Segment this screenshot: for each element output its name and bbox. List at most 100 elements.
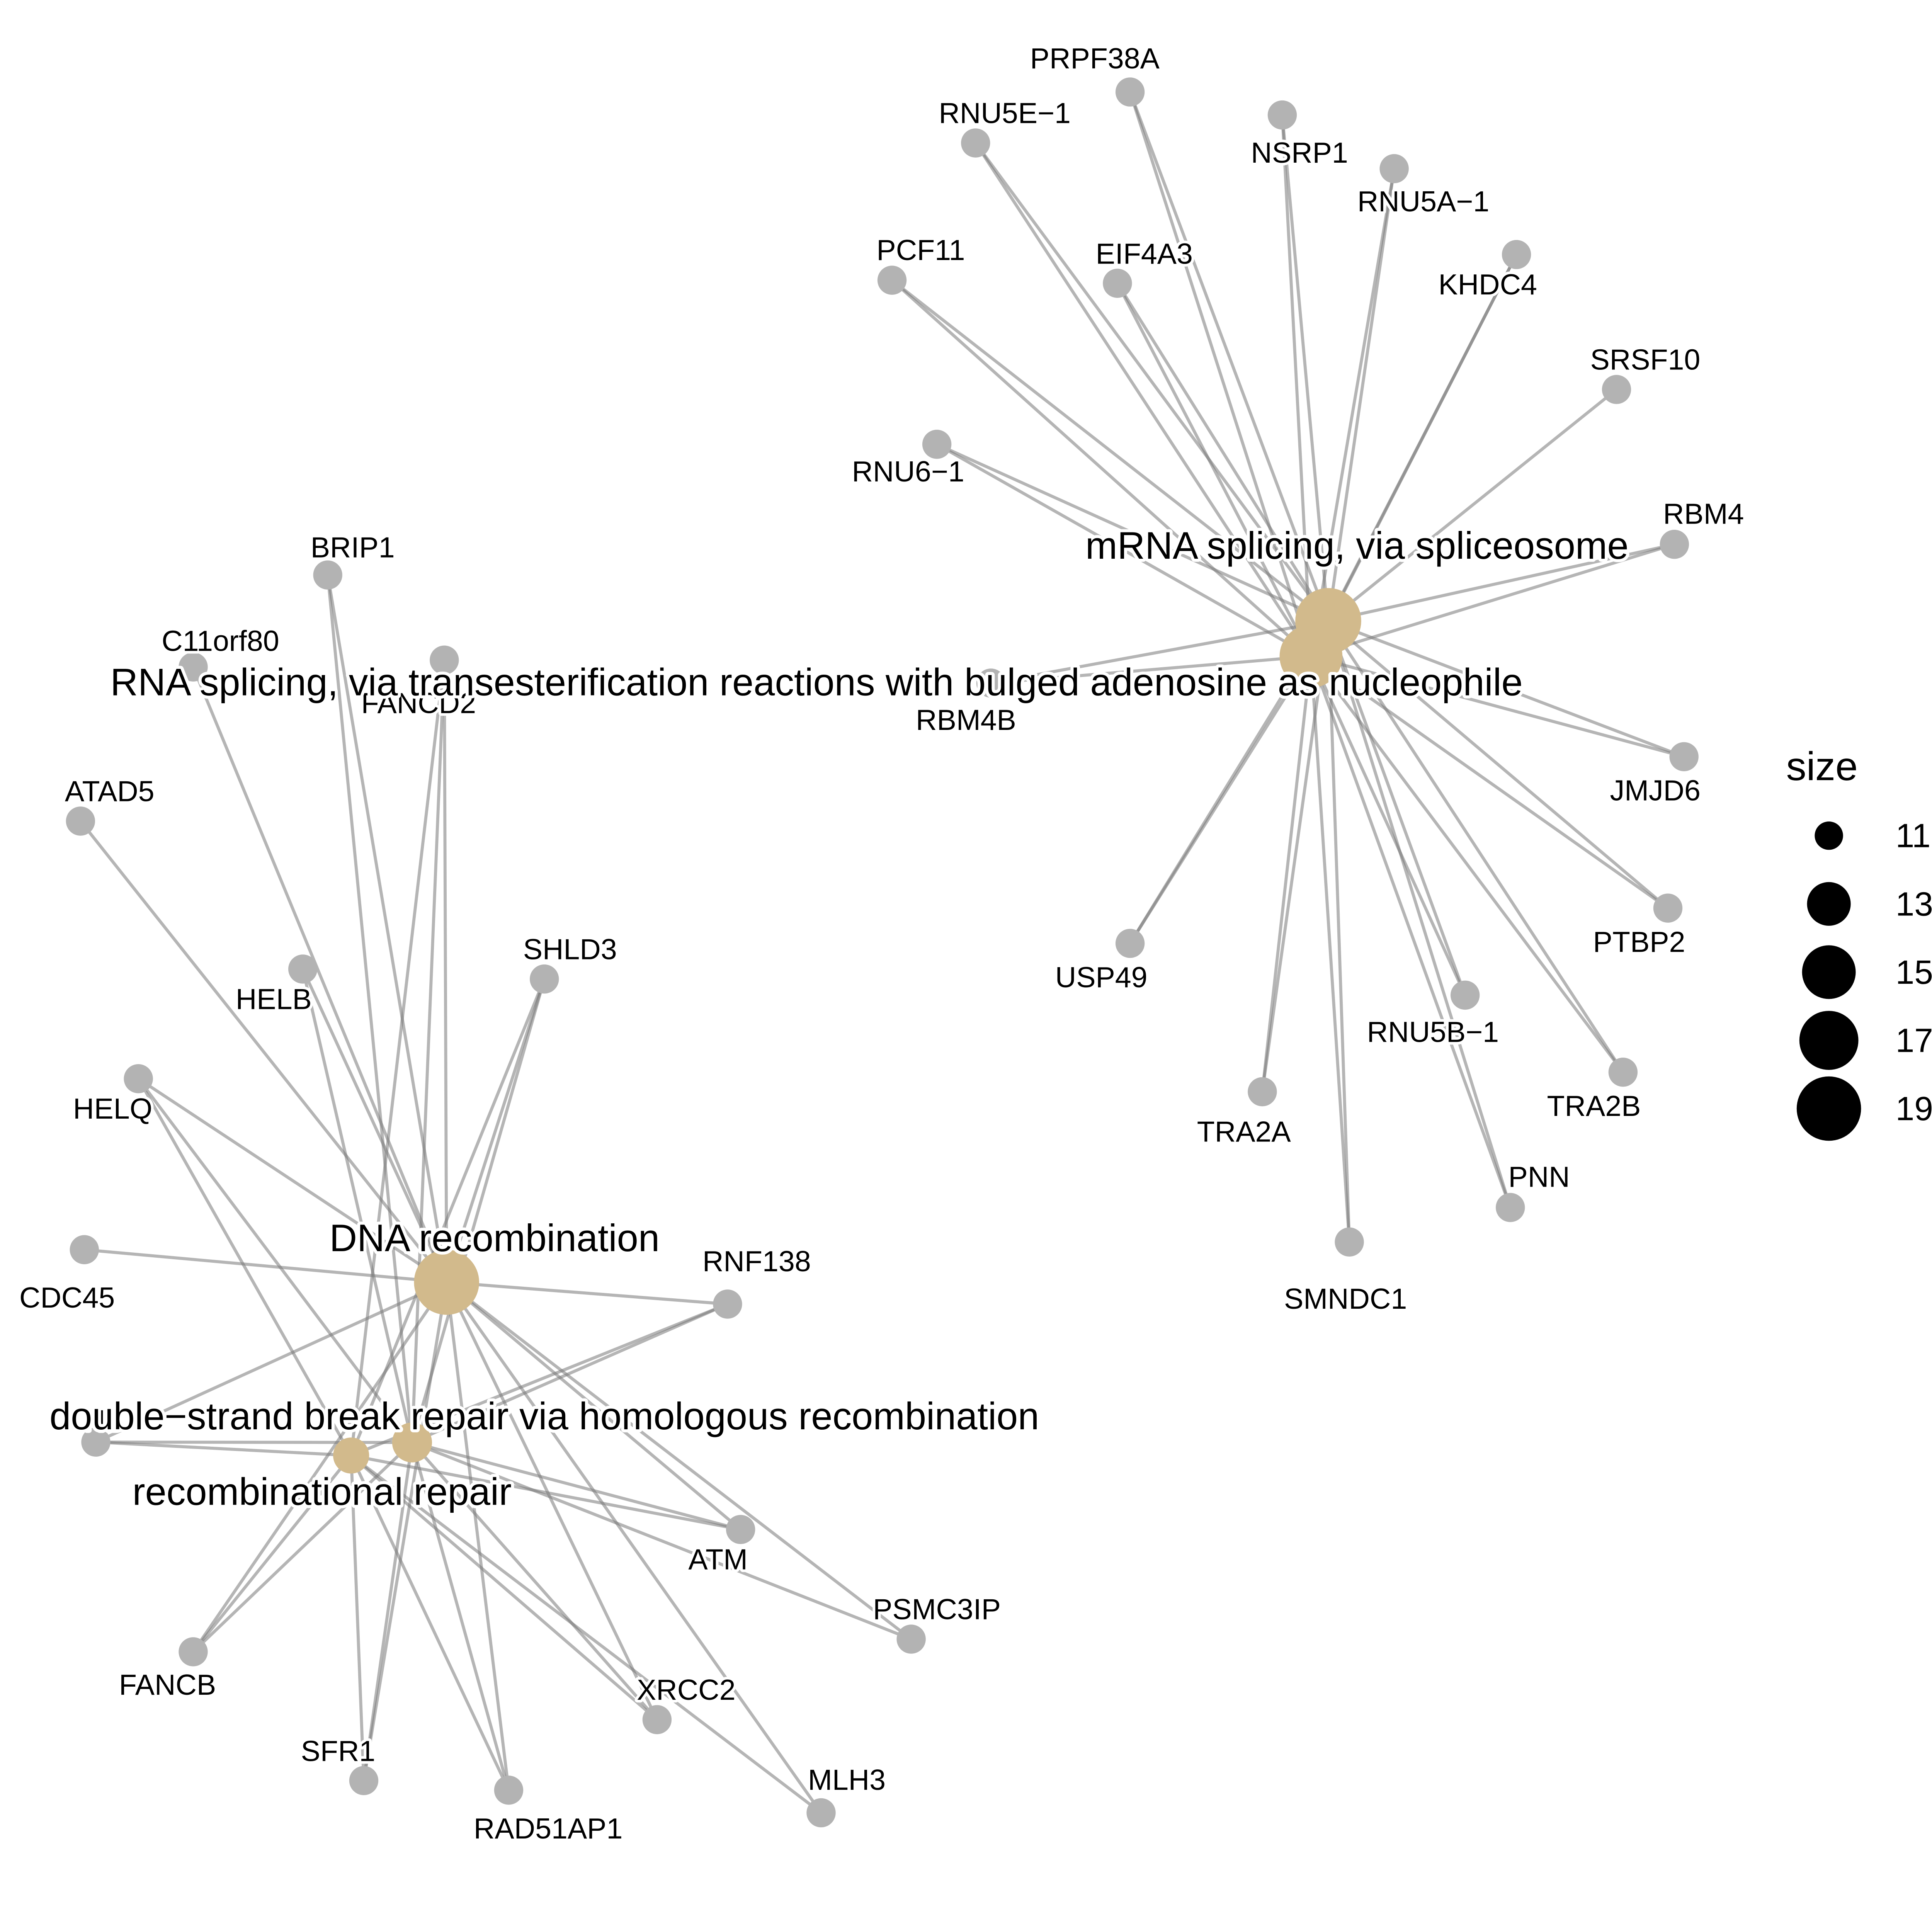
edge-mRNA-SRSF10 bbox=[1327, 388, 1618, 622]
gene-node-RBM4B bbox=[976, 668, 1006, 698]
gene-node-FANCB bbox=[179, 1637, 208, 1667]
gene-label-FANCD2: FANCD2 bbox=[361, 687, 476, 719]
legend-circle-19 bbox=[1796, 1076, 1861, 1141]
gene-node-HELB bbox=[288, 954, 318, 984]
gene-label-KHDC4: KHDC4 bbox=[1438, 268, 1537, 301]
edge-DSBHR-PSMC3IP bbox=[412, 1441, 912, 1641]
gene-node-PNN bbox=[1496, 1193, 1525, 1222]
gene-label-BRIP1: BRIP1 bbox=[311, 531, 395, 564]
edge-mRNA-PTBP2 bbox=[1327, 620, 1669, 910]
gene-node-KHDC4 bbox=[1502, 240, 1531, 269]
gene-label-RNF138: RNF138 bbox=[702, 1245, 811, 1277]
edge-mRNA-TRA2A bbox=[1260, 621, 1330, 1092]
gene-node-JMJD6 bbox=[1669, 742, 1699, 772]
edge-DSBHR-SFR1 bbox=[362, 1442, 414, 1781]
legend-circle-17 bbox=[1799, 1011, 1859, 1070]
edge-mRNA-EIF4A3 bbox=[1116, 282, 1330, 622]
gene-node-PSMC3IP bbox=[896, 1624, 926, 1654]
category-node-DSBHR bbox=[392, 1422, 432, 1463]
edge-RNAbulge-TRA2A bbox=[1260, 656, 1313, 1092]
gene-label-USP49: USP49 bbox=[1055, 961, 1148, 993]
gene-node-XRCC2 bbox=[642, 1705, 672, 1735]
gene-node-RNU5A1 bbox=[1379, 154, 1409, 184]
gene-nodes-layer bbox=[66, 77, 1699, 1828]
edge-DNArec-FANCB bbox=[192, 1281, 448, 1653]
gene-node-SFR1 bbox=[349, 1766, 379, 1795]
edge-mRNA-NSRP1 bbox=[1281, 115, 1330, 621]
gene-node-ATAD5 bbox=[66, 806, 95, 836]
legend-circle-13 bbox=[1807, 882, 1851, 926]
gene-node-SHLD3 bbox=[530, 964, 559, 994]
edge-DNArec-CDC45 bbox=[84, 1248, 447, 1284]
edge-DSBHR-RAD51AP1 bbox=[410, 1442, 510, 1791]
gene-label-NSRP1: NSRP1 bbox=[1251, 136, 1348, 169]
edge-RNAbulge-JMJD6 bbox=[1310, 655, 1685, 759]
gene-node-FANCD2 bbox=[430, 645, 459, 675]
edge-RNAbulge-USP49 bbox=[1129, 655, 1313, 944]
legend-value-17: 17 bbox=[1896, 1021, 1932, 1059]
edge-DSBHR-ATM bbox=[412, 1441, 741, 1531]
edge-mRNA-RBM4 bbox=[1328, 543, 1675, 623]
edge-RNAbulge-RNU5E1 bbox=[974, 142, 1313, 657]
legend-value-15: 15 bbox=[1896, 953, 1932, 991]
edge-mRNA-PCF11 bbox=[891, 279, 1329, 622]
edge-RECREP-XRCC2 bbox=[350, 1454, 658, 1721]
legend-value-19: 19 bbox=[1896, 1090, 1932, 1128]
gene-label-RNU5E1: RNU5E−1 bbox=[939, 97, 1070, 129]
gene-node-NSRP1 bbox=[1267, 100, 1297, 130]
legend-circle-11 bbox=[1815, 821, 1843, 850]
gene-node-BRIP1 bbox=[313, 560, 342, 590]
gene-label-EIF4A3: EIF4A3 bbox=[1096, 238, 1193, 270]
edge-RNAbulge-RNU5B1 bbox=[1310, 655, 1467, 996]
gene-label-SHLD3: SHLD3 bbox=[523, 933, 617, 965]
gene-label-RNU61: RNU6−1 bbox=[852, 455, 964, 488]
gene-label-JMJD6: JMJD6 bbox=[1610, 774, 1701, 807]
edge-mRNA-RNU61 bbox=[936, 443, 1329, 622]
edge-DNArec-RAD51AP1 bbox=[445, 1282, 510, 1791]
gene-label-PCF11: PCF11 bbox=[876, 234, 965, 266]
legend-value-13: 13 bbox=[1896, 885, 1932, 923]
gene-node-TRA2B bbox=[1608, 1058, 1638, 1087]
legend-circle-15 bbox=[1802, 945, 1856, 999]
edge-mRNA-JMJD6 bbox=[1328, 619, 1685, 759]
edge-DNArec-SHLD3 bbox=[445, 978, 546, 1283]
edge-DSBHR-XRCC2 bbox=[411, 1441, 658, 1721]
gene-label-PSMC3IP: PSMC3IP bbox=[873, 1593, 1001, 1626]
gene-label-HELQ: HELQ bbox=[73, 1092, 152, 1125]
gene-node-ATM bbox=[726, 1515, 755, 1544]
category-labels-layer: RNA splicing, via transesterification re… bbox=[46, 521, 1631, 1516]
edge-RNAbulge-PTBP2 bbox=[1310, 655, 1669, 910]
edge-RECREP-HELQ bbox=[137, 1078, 353, 1456]
gene-label-NBN: NBN bbox=[84, 1404, 146, 1437]
gene-label-XRCC2: XRCC2 bbox=[637, 1673, 736, 1706]
gene-label-ATAD5: ATAD5 bbox=[65, 775, 155, 808]
gene-label-RBM4B: RBM4B bbox=[916, 704, 1016, 736]
edge-DNArec-ATAD5 bbox=[79, 820, 448, 1283]
edge-DNArec-RNF138 bbox=[446, 1281, 728, 1306]
gene-node-C11orf80 bbox=[179, 652, 208, 682]
edge-mRNA-RNU5B1 bbox=[1327, 620, 1467, 996]
gene-label-SRSF10: SRSF10 bbox=[1590, 344, 1700, 376]
category-node-RECREP bbox=[333, 1437, 369, 1474]
edge-RECREP-ATM bbox=[350, 1454, 741, 1531]
gene-node-SRSF10 bbox=[1602, 375, 1631, 404]
edge-DNArec-NBN bbox=[95, 1281, 447, 1444]
edge-RNAbulge-PCF11 bbox=[891, 279, 1312, 658]
edge-DNArec-MLH3 bbox=[445, 1281, 823, 1814]
edge-DNArec-PSMC3IP bbox=[446, 1281, 912, 1641]
edge-DNArec-BRIP1 bbox=[326, 575, 448, 1283]
edge-RNAbulge-RNU5A1 bbox=[1309, 168, 1396, 657]
gene-node-RNU5B1 bbox=[1450, 980, 1480, 1010]
category-label-RNAbulge: RNA splicing, via transesterification re… bbox=[110, 661, 1523, 704]
edge-RNAbulge-SMNDC1 bbox=[1309, 656, 1351, 1242]
gene-label-RNU5B1: RNU5B−1 bbox=[1367, 1016, 1499, 1048]
edge-DSBHR-FANCD2 bbox=[410, 660, 446, 1443]
edge-DNArec-XRCC2 bbox=[445, 1281, 658, 1721]
edge-RNAbulge-PNN bbox=[1310, 656, 1512, 1208]
gene-node-HELQ bbox=[124, 1064, 153, 1094]
edge-RECREP-NBN bbox=[95, 1440, 351, 1457]
gene-label-PNN: PNN bbox=[1509, 1161, 1570, 1193]
category-node-mRNA bbox=[1295, 588, 1361, 654]
edge-DSBHR-HELQ bbox=[137, 1078, 413, 1444]
